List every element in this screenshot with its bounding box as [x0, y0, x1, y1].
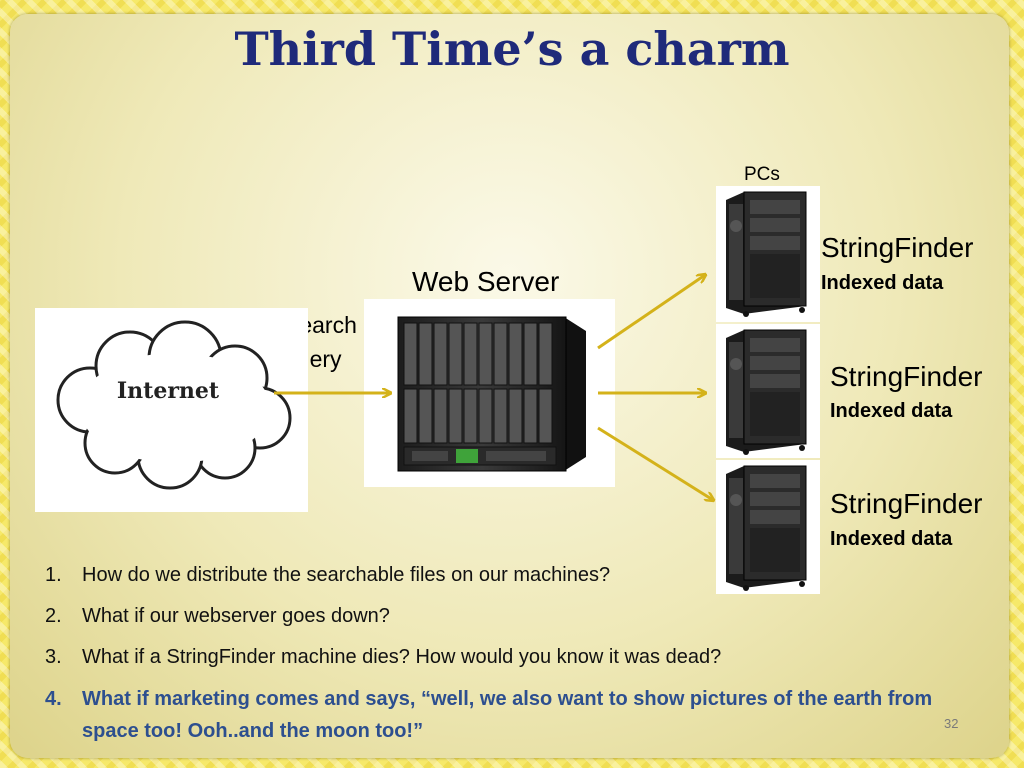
pc-tower-icon	[726, 329, 807, 455]
cloud-icon: Internet	[56, 320, 292, 490]
list-item-text: How do we distribute the searchable file…	[82, 564, 611, 586]
list-item-text: What if marketing comes and says, “well,…	[82, 688, 933, 742]
list-item-number: 1.	[45, 564, 62, 586]
pc-tower-image-3	[716, 460, 820, 594]
pc-tower-image-1	[716, 186, 820, 322]
list-item: 2. What if our webserver goes down?	[45, 605, 945, 628]
web-server-label: Web Server	[412, 266, 560, 297]
pcs-label: PCs	[744, 164, 780, 185]
pc-tower-image-2	[716, 324, 820, 458]
indexed-data-label-3: Indexed data	[830, 528, 953, 550]
list-item-number: 4.	[45, 688, 62, 710]
list-item: 1. How do we distribute the searchable f…	[45, 564, 945, 587]
list-item: 3. What if a StringFinder machine dies? …	[45, 646, 945, 669]
stringfinder-label-1: StringFinder	[821, 232, 974, 263]
list-item-text: What if our webserver goes down?	[82, 605, 390, 627]
pc-tower-icon	[726, 465, 807, 591]
indexed-data-label-2: Indexed data	[830, 400, 953, 422]
list-item-number: 3.	[45, 646, 62, 668]
indexed-data-label-1: Indexed data	[821, 272, 944, 294]
blade-server-icon	[397, 316, 586, 472]
pc-tower-icon	[726, 191, 807, 317]
list-item-text: What if a StringFinder machine dies? How…	[82, 646, 722, 668]
list-item-highlighted: 4. What if marketing comes and says, “we…	[45, 683, 942, 747]
questions-list: 1. How do we distribute the searchable f…	[45, 564, 945, 765]
internet-cloud-image: Internet	[35, 308, 308, 512]
web-server-image	[364, 299, 615, 487]
slide-title: Third Time’s a charm	[234, 22, 790, 76]
list-item-number: 2.	[45, 605, 62, 627]
stringfinder-label-3: StringFinder	[830, 488, 983, 519]
internet-label: Internet	[117, 378, 220, 404]
stringfinder-label-2: StringFinder	[830, 361, 983, 392]
page-number: 32	[944, 716, 959, 731]
